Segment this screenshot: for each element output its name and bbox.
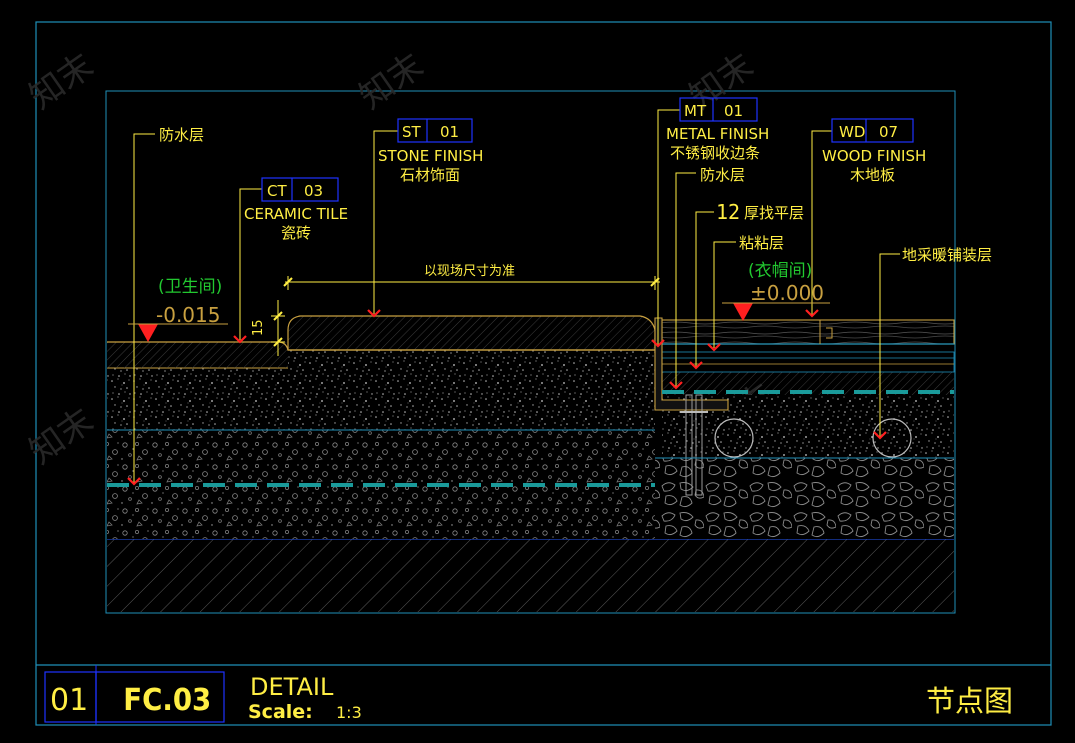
scale-value: 1:3 <box>336 703 362 722</box>
level-texts: (卫生间) -0.015 (衣帽间) ±0.000 <box>156 261 824 327</box>
scale-label: Scale: <box>248 701 313 723</box>
label-heating: 地采暖铺装层 <box>902 246 992 264</box>
label-waterproof-right: 防水层 <box>700 166 745 184</box>
leader-lines <box>133 109 900 484</box>
tag-ceramic-num: 03 <box>304 182 323 200</box>
tag-ceramic-code: CT <box>267 182 287 200</box>
tag-stone-code: ST <box>402 123 422 141</box>
label-waterproof-left: 防水层 <box>159 126 204 144</box>
wood-floor <box>661 319 955 345</box>
heating-pipe <box>872 418 912 458</box>
label-adhesive: 粘粘层 <box>739 234 784 252</box>
bathroom-level: -0.015 <box>156 303 220 327</box>
callout-arrows <box>127 309 887 486</box>
rubble-fill-right <box>655 458 954 539</box>
label-screed-text: 厚找平层 <box>744 204 804 222</box>
outer-frame <box>35 21 1052 726</box>
drawing-viewport <box>105 90 956 614</box>
label-wood-cn: 木地板 <box>850 166 895 184</box>
section-layers <box>107 315 955 612</box>
closet-level: ±0.000 <box>750 281 824 305</box>
drawing-name-cn: 节点图 <box>926 684 1013 718</box>
anchor-bolt <box>695 394 703 496</box>
label-stone-cn: 石材饰面 <box>400 166 460 184</box>
detail-title: DETAIL <box>250 673 334 701</box>
label-metal-cn: 不锈钢收边条 <box>670 144 760 162</box>
mortar-bed-left <box>107 368 655 430</box>
drawing-code: FC.03 <box>123 682 211 717</box>
tag-boxes <box>261 97 914 202</box>
stone-slab <box>287 315 656 351</box>
watermark: 知末 <box>352 46 431 118</box>
insulation-layer <box>662 372 954 395</box>
label-screed-num: 12 <box>716 200 740 224</box>
structural-slab <box>107 539 954 612</box>
tag-wood-code: WD <box>839 123 865 141</box>
mortar-bed-stone <box>288 350 655 368</box>
detail-number: 01 <box>50 683 88 718</box>
tag-metal-num: 01 <box>724 102 743 120</box>
label-metal-en: METAL FINISH <box>666 125 769 143</box>
closet-name: (衣帽间) <box>748 261 812 281</box>
tag-wood-num: 07 <box>879 123 898 141</box>
heating-pipe <box>714 418 754 458</box>
dimension-15: 15 <box>251 319 266 336</box>
tag-stone-num: 01 <box>440 123 459 141</box>
level-marker-bathroom <box>138 324 158 342</box>
ceramic-tile-layer <box>107 342 288 368</box>
title-block: 01 FC.03 DETAIL Scale: 1:3 节点图 <box>44 665 1013 725</box>
dimension-ticks <box>273 277 660 347</box>
label-ceramic-en: CERAMIC TILE <box>244 205 348 223</box>
bathroom-name: (卫生间) <box>158 277 222 297</box>
leveling-layer <box>661 351 955 373</box>
watermark: 知末 <box>22 46 101 118</box>
metal-edge-trim <box>654 317 729 411</box>
callout-texts: 防水层 CT 03 CERAMIC TILE 瓷砖 ST 01 STONE FI… <box>159 102 992 336</box>
watermark: 知末 <box>22 401 101 473</box>
dimension-note: 以现场尺寸为准 <box>424 264 515 279</box>
tag-metal-code: MT <box>684 102 707 120</box>
label-wood-en: WOOD FINISH <box>822 147 926 165</box>
anchor-bolt <box>685 394 693 496</box>
label-ceramic-cn: 瓷砖 <box>281 224 311 242</box>
label-stone-en: STONE FINISH <box>378 147 483 165</box>
level-marker-closet <box>733 303 753 321</box>
